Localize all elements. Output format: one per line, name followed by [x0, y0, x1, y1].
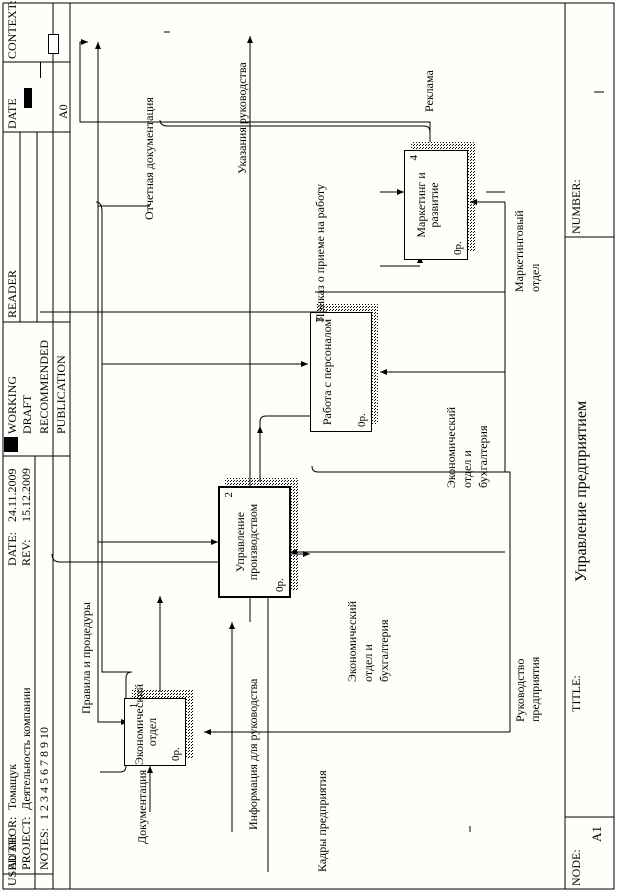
activity-box-4-name: Маркетинг и развитие — [414, 172, 441, 238]
arrow-label-docs: Документация — [135, 769, 149, 844]
context-tick — [40, 62, 41, 78]
activity-box-2-name: Управление производством — [233, 503, 260, 581]
context-label: CONTEXT: — [5, 0, 19, 59]
activity-box-4-number: 4 — [408, 155, 420, 161]
activity-box-2-cost: 0р. — [274, 578, 286, 592]
arrow-label-econ2-l1: Экономический — [444, 406, 458, 488]
activity-box-1-name: Экономический отдел — [132, 683, 159, 765]
rev-label: REV: — [19, 539, 33, 566]
arrow-label-mgmt-l1: Руководство — [513, 658, 527, 722]
title-label: TITLE: — [569, 675, 583, 712]
node-value: A1 — [589, 826, 604, 842]
context-box-child — [48, 34, 59, 54]
date-value: 24.11.2009 — [5, 468, 19, 522]
activity-box-1-number: 1 — [128, 703, 140, 709]
status-publication: PUBLICATION — [54, 355, 68, 434]
arrow-label-marketing-l1: Маркетинговый — [512, 210, 526, 292]
notes-label: NOTES: — [37, 828, 51, 870]
status-draft: DRAFT — [20, 394, 34, 434]
arrow-label-rules: Правила и процедуры — [79, 602, 93, 714]
status-working: WORKING — [5, 376, 19, 434]
notes-value: 1 2 3 4 5 6 7 8 9 10 — [37, 727, 51, 820]
context-box-parent — [24, 88, 32, 108]
arrow-cadres — [267, 551, 310, 872]
node-label: NODE: — [569, 849, 583, 886]
arrow-label-econ1-l3: бухгалтерия — [377, 619, 391, 682]
activity-box-4[interactable]: Маркетинг и развитие 4 0р. — [404, 150, 468, 260]
arrow-label-marketing-l2: отдел — [528, 263, 542, 292]
author-label: AUTHOR: — [5, 816, 19, 870]
status-recommended: RECOMMENDED — [37, 339, 51, 434]
arrow-label-instructions: Указания руководства — [235, 62, 249, 174]
activity-box-3[interactable]: Работа с персоналом 3 0р. — [310, 312, 372, 432]
reader-label: READER — [5, 270, 19, 318]
author-value: Томащук — [5, 763, 19, 810]
number-label: NUMBER: — [569, 179, 583, 234]
arrow-label-econ1-l2: отдел и — [361, 644, 375, 682]
arrow-rules-main — [100, 671, 133, 773]
working-checkbox-filled — [4, 437, 18, 452]
activity-box-3-cost: 0р. — [356, 413, 368, 427]
date-col-label: DATE — [5, 98, 19, 129]
diagram-title: Управление предприятием — [573, 400, 590, 582]
arrow-label-info: Информация для руководства — [246, 678, 260, 830]
rev-value: 15.12.2009 — [19, 468, 33, 522]
project-label: PROJECT: — [19, 816, 33, 870]
arrow-label-order: Приказ о приеме на работу — [313, 184, 327, 322]
context-node: A0 — [56, 104, 70, 119]
arrow-label-mgmt-l2: предприятия — [528, 656, 542, 722]
project-value: Деятельность компании — [19, 687, 33, 810]
arrow-label-reports: Отчетная документация — [142, 97, 156, 220]
arrow-label-econ2-l2: отдел и — [460, 450, 474, 488]
arrow-ads — [79, 39, 431, 132]
activity-box-2[interactable]: Управление производством 2 0р. — [218, 486, 291, 598]
date-label: DATE: — [5, 532, 19, 566]
activity-box-2-number: 2 — [223, 492, 235, 498]
arrow-label-econ1-l1: Экономический — [345, 600, 359, 682]
activity-box-3-name: Работа с персоналом — [320, 318, 334, 426]
activity-box-1-cost: 0р. — [170, 747, 182, 761]
arrow-label-ads: Реклама — [422, 70, 436, 112]
arrow-label-econ2-l3: бухгалтерия — [476, 425, 490, 488]
activity-box-1[interactable]: Экономический отдел 1 0р. — [124, 683, 186, 766]
arrow-label-cadres: Кадры предприятия — [315, 770, 329, 872]
arrow-rules-branch — [95, 201, 103, 364]
activity-box-4-cost: 0р. — [452, 241, 464, 255]
